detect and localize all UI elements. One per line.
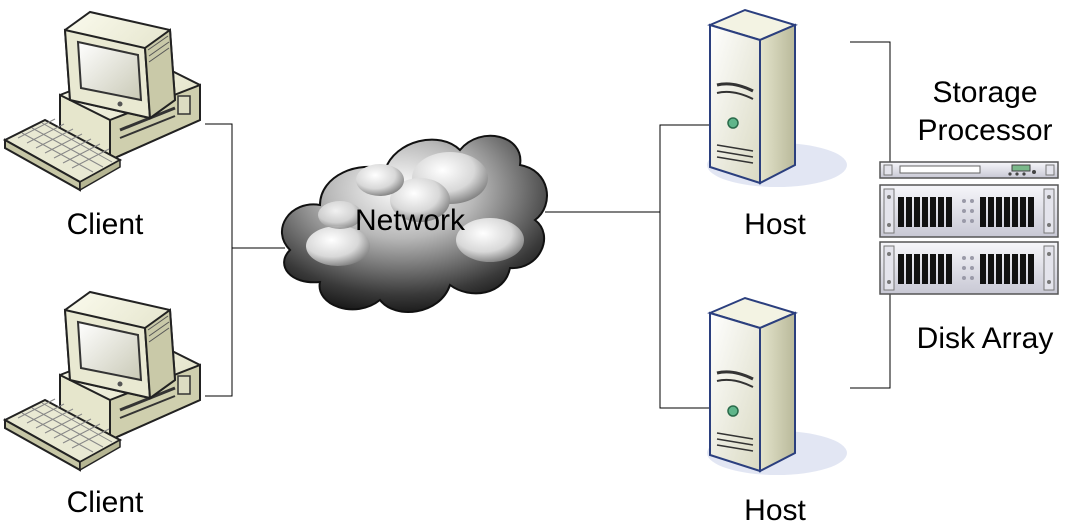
desktop-computer-icon: [3, 290, 202, 472]
rack-unit-icon: [879, 161, 1059, 179]
host-bottom-label: Host: [744, 494, 806, 527]
tower-server-icon: [705, 296, 849, 477]
cloud-icon: [280, 134, 548, 313]
desktop-computer-icon: [3, 10, 202, 192]
host-bottom-storage-link: [850, 292, 891, 389]
disk-shelf-icon: [879, 241, 1059, 295]
network-label: Network: [355, 204, 466, 237]
disk-array[interactable]: Disk Array: [879, 184, 1059, 355]
tower-server-icon: [705, 8, 849, 189]
client-top-link: [205, 123, 233, 248]
host-trunk-link: [659, 124, 710, 409]
client-top-label: Client: [67, 208, 144, 241]
client-bottom-label: Client: [67, 486, 144, 519]
client-bottom-link: [205, 248, 233, 397]
network-cloud[interactable]: Network: [280, 134, 548, 313]
host-top-storage-link: [850, 41, 891, 165]
host-top[interactable]: [705, 8, 849, 189]
connection-lines: [205, 41, 891, 409]
disk-shelf-icon: [879, 184, 1059, 238]
host-top-label: Host: [744, 208, 806, 241]
storage-processor[interactable]: Storage Processor: [879, 76, 1059, 179]
storage-processor-label-line1: Storage: [932, 76, 1037, 109]
client-top[interactable]: Client: [3, 10, 202, 241]
host-bottom[interactable]: [705, 296, 849, 477]
storage-processor-label-line2: Processor: [917, 114, 1052, 147]
disk-array-label: Disk Array: [917, 322, 1054, 355]
client-bottom[interactable]: Client: [3, 290, 202, 519]
